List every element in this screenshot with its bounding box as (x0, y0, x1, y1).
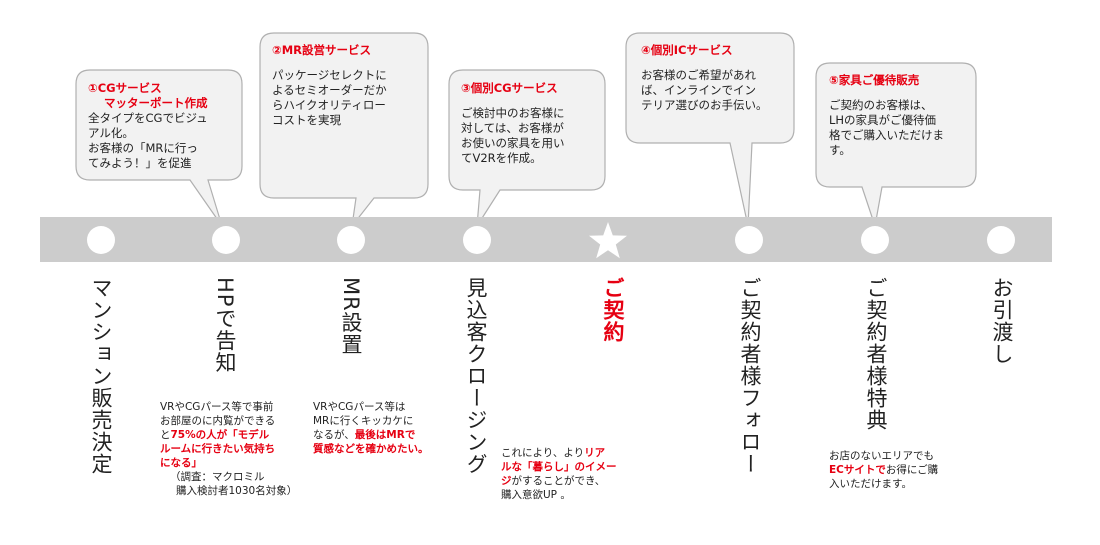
bubble-2-line: よるセミオーダーだか (272, 83, 387, 97)
bubble-3-line: 対しては、お客様が (461, 121, 564, 135)
note-hp-highlight: になる」 (160, 457, 202, 469)
note-closing-highlight: ルな「暮らし」のイメー (501, 461, 617, 473)
note-hp-source: （調査：マクロミル (170, 471, 265, 483)
bubble-1-subtitle: マッターポート作成 (104, 96, 208, 110)
note-mr: VRやCGパース等は MRに行くキッカケに なるが、最後はMRで 質感などを確か… (313, 400, 453, 456)
station-label-mr-setup: MR設置 (339, 277, 363, 356)
bubble-4-line: テリア選びのお手伝い。 (641, 98, 768, 112)
bubble-5-title: ⑤家具ご優待販売 (829, 73, 920, 87)
station-label-hp-announce: HPで告知 (213, 277, 237, 374)
bubble-5-text: ⑤家具ご優待販売 ご契約のお客様は、 LHの家具がご優待価 格でご購入いただけま… (829, 73, 969, 158)
note-hp-highlight: 75%の人が「モデル (170, 429, 270, 441)
timeline-node (87, 226, 115, 254)
note-perk-line: 入いただけます。 (829, 478, 912, 490)
bubble-1-line: お客様の「MRに行っ (88, 141, 198, 155)
station-label-sale-decision: マンション販売決定 (89, 277, 113, 475)
note-hp: VRやCGパース等で事前 お部屋のに内覧ができる と75%の人が「モデル ルーム… (160, 400, 300, 498)
note-mr-line: なるが、 (313, 429, 355, 441)
bubble-5-line: す。 (829, 143, 851, 157)
bubble-1-line: てみよう！」を促進 (88, 156, 192, 170)
bubble-1-text: ①CGサービス マッターポート作成 全タイプをCGでビジュ アル化。 お客様の「… (88, 81, 238, 171)
station-label-handover: お引渡し (990, 277, 1014, 365)
timeline-node (987, 226, 1015, 254)
timeline-star-node (589, 222, 627, 259)
bubble-2-text: ②MR設営サービス パッケージセレクトに よるセミオーダーだか らハイクオリティ… (272, 43, 422, 128)
note-hp-line: お部屋の (160, 415, 202, 427)
callout-bubble-2 (259, 32, 429, 229)
note-closing-line: がすることができ、 (511, 475, 606, 487)
note-mr-highlight: 最後はMRで (354, 429, 416, 441)
bubble-2-line: らハイクオリティロー (272, 98, 386, 112)
note-hp-highlight: ルームに行きたい気持ち (160, 443, 276, 455)
note-hp-line: と (160, 429, 171, 441)
note-closing-highlight: ジ (501, 475, 512, 487)
bubble-3-line: お使いの家具を用い (461, 136, 565, 150)
bubble-4-text: ④個別ICサービス お客様のご希望があれ ば、インラインでイン テリア選びのお手… (641, 43, 791, 113)
bubble-2-line: コストを実現 (272, 113, 341, 127)
note-closing-line: 購入意欲UP 。 (501, 489, 571, 501)
bubble-1-line: 全タイプをCGでビジュ (88, 111, 208, 125)
note-perk-line: お得にご購 (885, 464, 939, 476)
bubble-5-line: LHの家具がご優待価 (829, 113, 937, 127)
callout-bubble-5 (815, 62, 977, 227)
bubble-5-line: ご契約のお客様は、 (829, 98, 933, 112)
bubble-1-title: ①CGサービス (88, 81, 162, 95)
bubble-3-title: ③個別CGサービス (461, 81, 558, 95)
callout-bubbles (75, 32, 977, 229)
timeline-nodes (87, 222, 1015, 259)
callout-bubble-3 (448, 69, 606, 227)
note-mr-highlight: 質感などを確かめたい。 (313, 443, 429, 455)
timeline-band (40, 217, 1052, 262)
timeline-node (337, 226, 365, 254)
station-label-contractor-follow: ご契約者様フォロー (738, 277, 762, 475)
station-label-contract: ご契約 (601, 277, 625, 343)
note-perk-line: お店のないエリアでも (829, 450, 934, 462)
bubble-2-line: パッケージセレクトに (272, 68, 387, 82)
bubble-5-line: 格でご購入いただけま (829, 128, 944, 142)
note-hp-line: VRやCGパース等で事前 (160, 401, 274, 413)
note-closing: これにより、よりリア ルな「暮らし」のイメー ジがすることができ、 購入意欲UP… (501, 446, 651, 502)
bubble-4-line: お客様のご希望があれ (641, 68, 756, 82)
bubble-2-title: ②MR設営サービス (272, 43, 372, 57)
bubble-3-line: てV2Rを作成。 (461, 151, 542, 165)
timeline-node (861, 226, 889, 254)
note-hp-source: 購入検討者1030名対象） (176, 485, 298, 497)
timeline-node (463, 226, 491, 254)
note-perk-highlight: ECサイトで (829, 464, 886, 476)
callout-bubble-4 (625, 32, 795, 227)
note-hp-line: に内覧ができる (202, 415, 276, 427)
note-closing-line: これにより、より (501, 447, 585, 459)
note-mr-line: VRやCGパース等は (313, 401, 406, 413)
station-label-prospect-closing: 見込客クロージング (464, 277, 488, 475)
bubble-1-line: アル化。 (88, 126, 134, 140)
note-mr-line: MRに行くキッカケに (313, 415, 414, 427)
station-label-contractor-perk: ご契約者様特典 (864, 277, 888, 431)
timeline-node (212, 226, 240, 254)
callout-bubble-1 (75, 69, 243, 227)
bubble-4-title: ④個別ICサービス (641, 43, 733, 57)
bubble-4-line: ば、インラインでイン (641, 83, 756, 97)
note-perk: お店のないエリアでも ECサイトでお得にご購 入いただけます。 (829, 449, 969, 491)
bubble-3-line: ご検討中のお客様に (461, 106, 565, 120)
timeline-node (735, 226, 763, 254)
bubble-3-text: ③個別CGサービス ご検討中のお客様に 対しては、お客様が お使いの家具を用い … (461, 81, 601, 166)
note-closing-highlight: リア (584, 447, 606, 459)
